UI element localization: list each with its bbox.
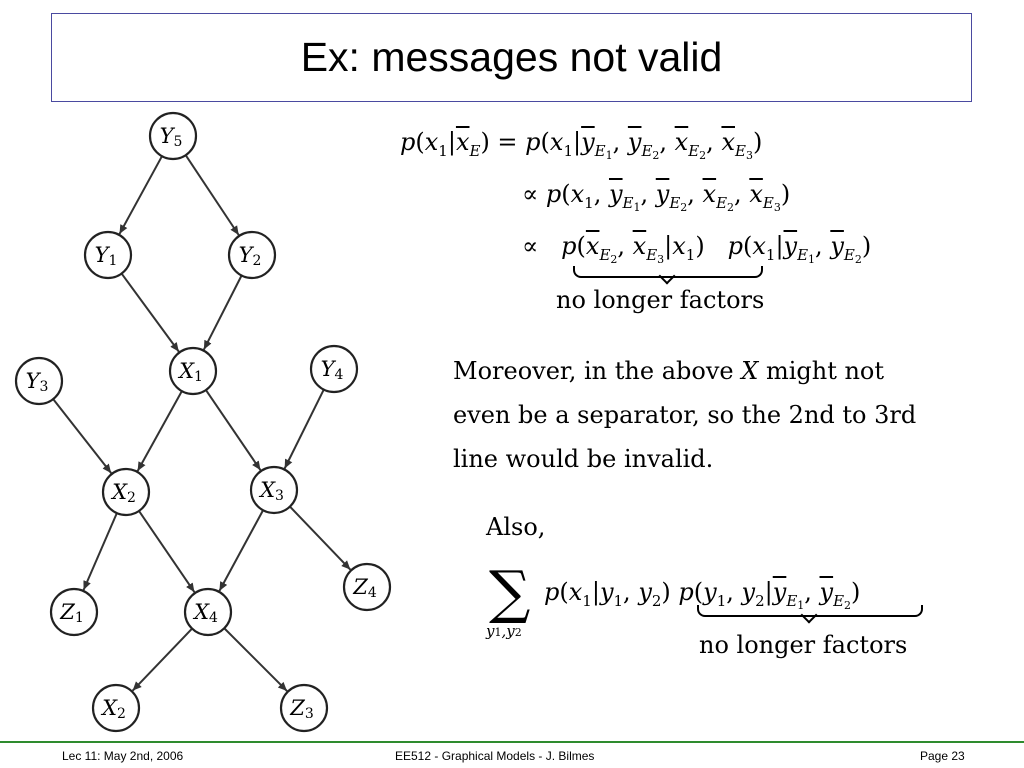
node-Y4: Y4	[309, 344, 359, 394]
node-label: Z4	[352, 575, 377, 601]
paragraph-line-1: Moreover, in the above X might not	[453, 357, 885, 385]
equation-line-1: p(x1|xE) = p(x1|yE1, yE2, xE2, xE3)	[400, 128, 763, 162]
underbrace-2	[697, 605, 923, 617]
paragraph-line-2: even be a separator, so the 2nd to 3rd	[453, 401, 917, 429]
edge-X3-Z4	[289, 505, 352, 571]
sum-equation: p(x1|y1, y2) p(y1, y2|yE1, yE2)	[544, 578, 861, 612]
footer-right: Page 23	[920, 749, 965, 763]
node-X3: X3	[249, 465, 299, 515]
node-Z1: Z1	[49, 587, 99, 637]
node-X4: X4	[183, 587, 233, 637]
node-Y3: Y3	[14, 356, 64, 406]
node-label: Y1	[95, 243, 118, 269]
node-label: X2	[110, 480, 136, 506]
edge-Y5-Y1	[118, 155, 163, 235]
summation-index: y1,y2	[486, 622, 522, 640]
edge-X2a-Z1	[82, 512, 118, 591]
slide-title: Ex: messages not valid	[300, 34, 723, 80]
footer-center: EE512 - Graphical Models - J. Bilmes	[395, 749, 595, 763]
node-X2b: X2	[91, 683, 141, 733]
edge-Y1-X1	[120, 272, 180, 353]
brace-label-2: no longer factors	[699, 631, 908, 659]
moreover-paragraph: Moreover, in the above X might not even …	[453, 349, 916, 481]
summation-symbol: ∑	[489, 558, 531, 626]
edge-X2a-X4	[138, 510, 196, 593]
edge-Y5-Y2	[184, 154, 240, 236]
edge-Y4-X3	[283, 389, 325, 469]
footer-divider	[0, 741, 1024, 743]
node-label: Z3	[289, 696, 314, 722]
edge-X3-X4	[218, 509, 264, 592]
node-X2a: X2	[101, 467, 151, 517]
paragraph-line-3: line would be invalid.	[453, 445, 714, 473]
underbrace-1	[573, 266, 763, 278]
node-label: Y5	[160, 124, 183, 150]
node-label: X4	[192, 600, 218, 626]
equation-line-3: ∝ p(xE2, xE3|x1) p(x1|yE1, yE2)	[522, 232, 872, 266]
edge-X4-X2b	[131, 627, 193, 692]
edge-X4-Z3	[223, 627, 288, 692]
edge-X1-X3	[205, 389, 262, 471]
brace-label-1: no longer factors	[556, 286, 765, 314]
node-Z3: Z3	[279, 683, 329, 733]
node-label: Y2	[239, 243, 262, 269]
node-label: Y3	[26, 369, 49, 395]
node-Y1: Y1	[83, 230, 133, 280]
node-X1: X1	[168, 346, 218, 396]
node-Y2: Y2	[227, 230, 277, 280]
also-label: Also,	[486, 513, 546, 541]
node-label: Z1	[59, 600, 84, 626]
edge-Y2-X1	[202, 275, 243, 351]
node-Y5: Y5	[148, 111, 198, 161]
node-label: Y4	[321, 357, 344, 383]
equation-line-2: ∝ p(x1, yE1, yE2, xE2, xE3)	[522, 180, 791, 214]
title-box: Ex: messages not valid	[51, 13, 972, 102]
node-label: X3	[258, 478, 284, 504]
node-Z4: Z4	[342, 562, 392, 612]
footer-left: Lec 11: May 2nd, 2006	[62, 749, 184, 763]
edge-X1-X2a	[136, 390, 183, 472]
node-label: X1	[177, 359, 203, 385]
node-label: X2	[100, 696, 126, 722]
edge-Y3-X2a	[52, 398, 112, 474]
